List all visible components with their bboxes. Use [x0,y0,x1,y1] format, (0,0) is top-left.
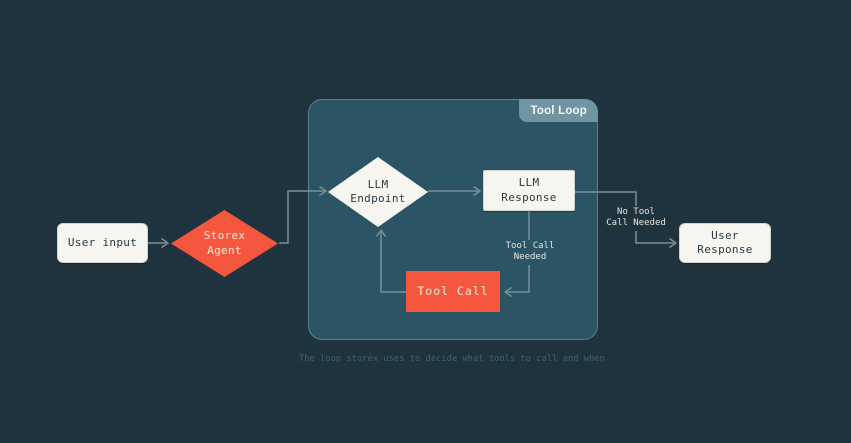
diagram-caption: The loop storex uses to decide what tool… [299,354,605,364]
node-user-response: User Response [679,223,771,263]
node-user-input: User input [57,223,148,263]
edge-label-no-tool-call-needed: No Tool Call Needed [602,206,670,231]
edge-label-line: Tool Call [505,241,555,251]
node-label-line: Storex [203,229,246,243]
edge-label-tool-call-needed: Tool Call Needed [501,240,559,265]
arrowhead-into-user-response [669,237,677,249]
tool-loop-label: Tool Loop [530,104,587,117]
edge-label-line: Call Needed [606,218,666,229]
node-label-line: Response [501,190,557,204]
edge-label-line: No Tool [617,207,655,217]
node-label-line: LLM [367,177,389,191]
arrowhead-into-storex [161,237,169,249]
node-label-line: Response [697,243,753,256]
node-label: User input [67,235,138,249]
node-label-line: Agent [207,243,242,257]
node-llm-response: LLM Response [483,170,575,211]
edge-label-line: Needed [513,252,547,263]
node-label: Tool Call [417,284,489,299]
node-label-line: Endpoint [350,192,406,205]
node-label-line: User [711,228,739,242]
node-label-line: LLM [518,176,540,190]
node-tool-call: Tool Call [406,271,500,312]
tool-loop-tab: Tool Loop [519,99,598,122]
node-storex-agent: Storex Agent [171,210,278,277]
